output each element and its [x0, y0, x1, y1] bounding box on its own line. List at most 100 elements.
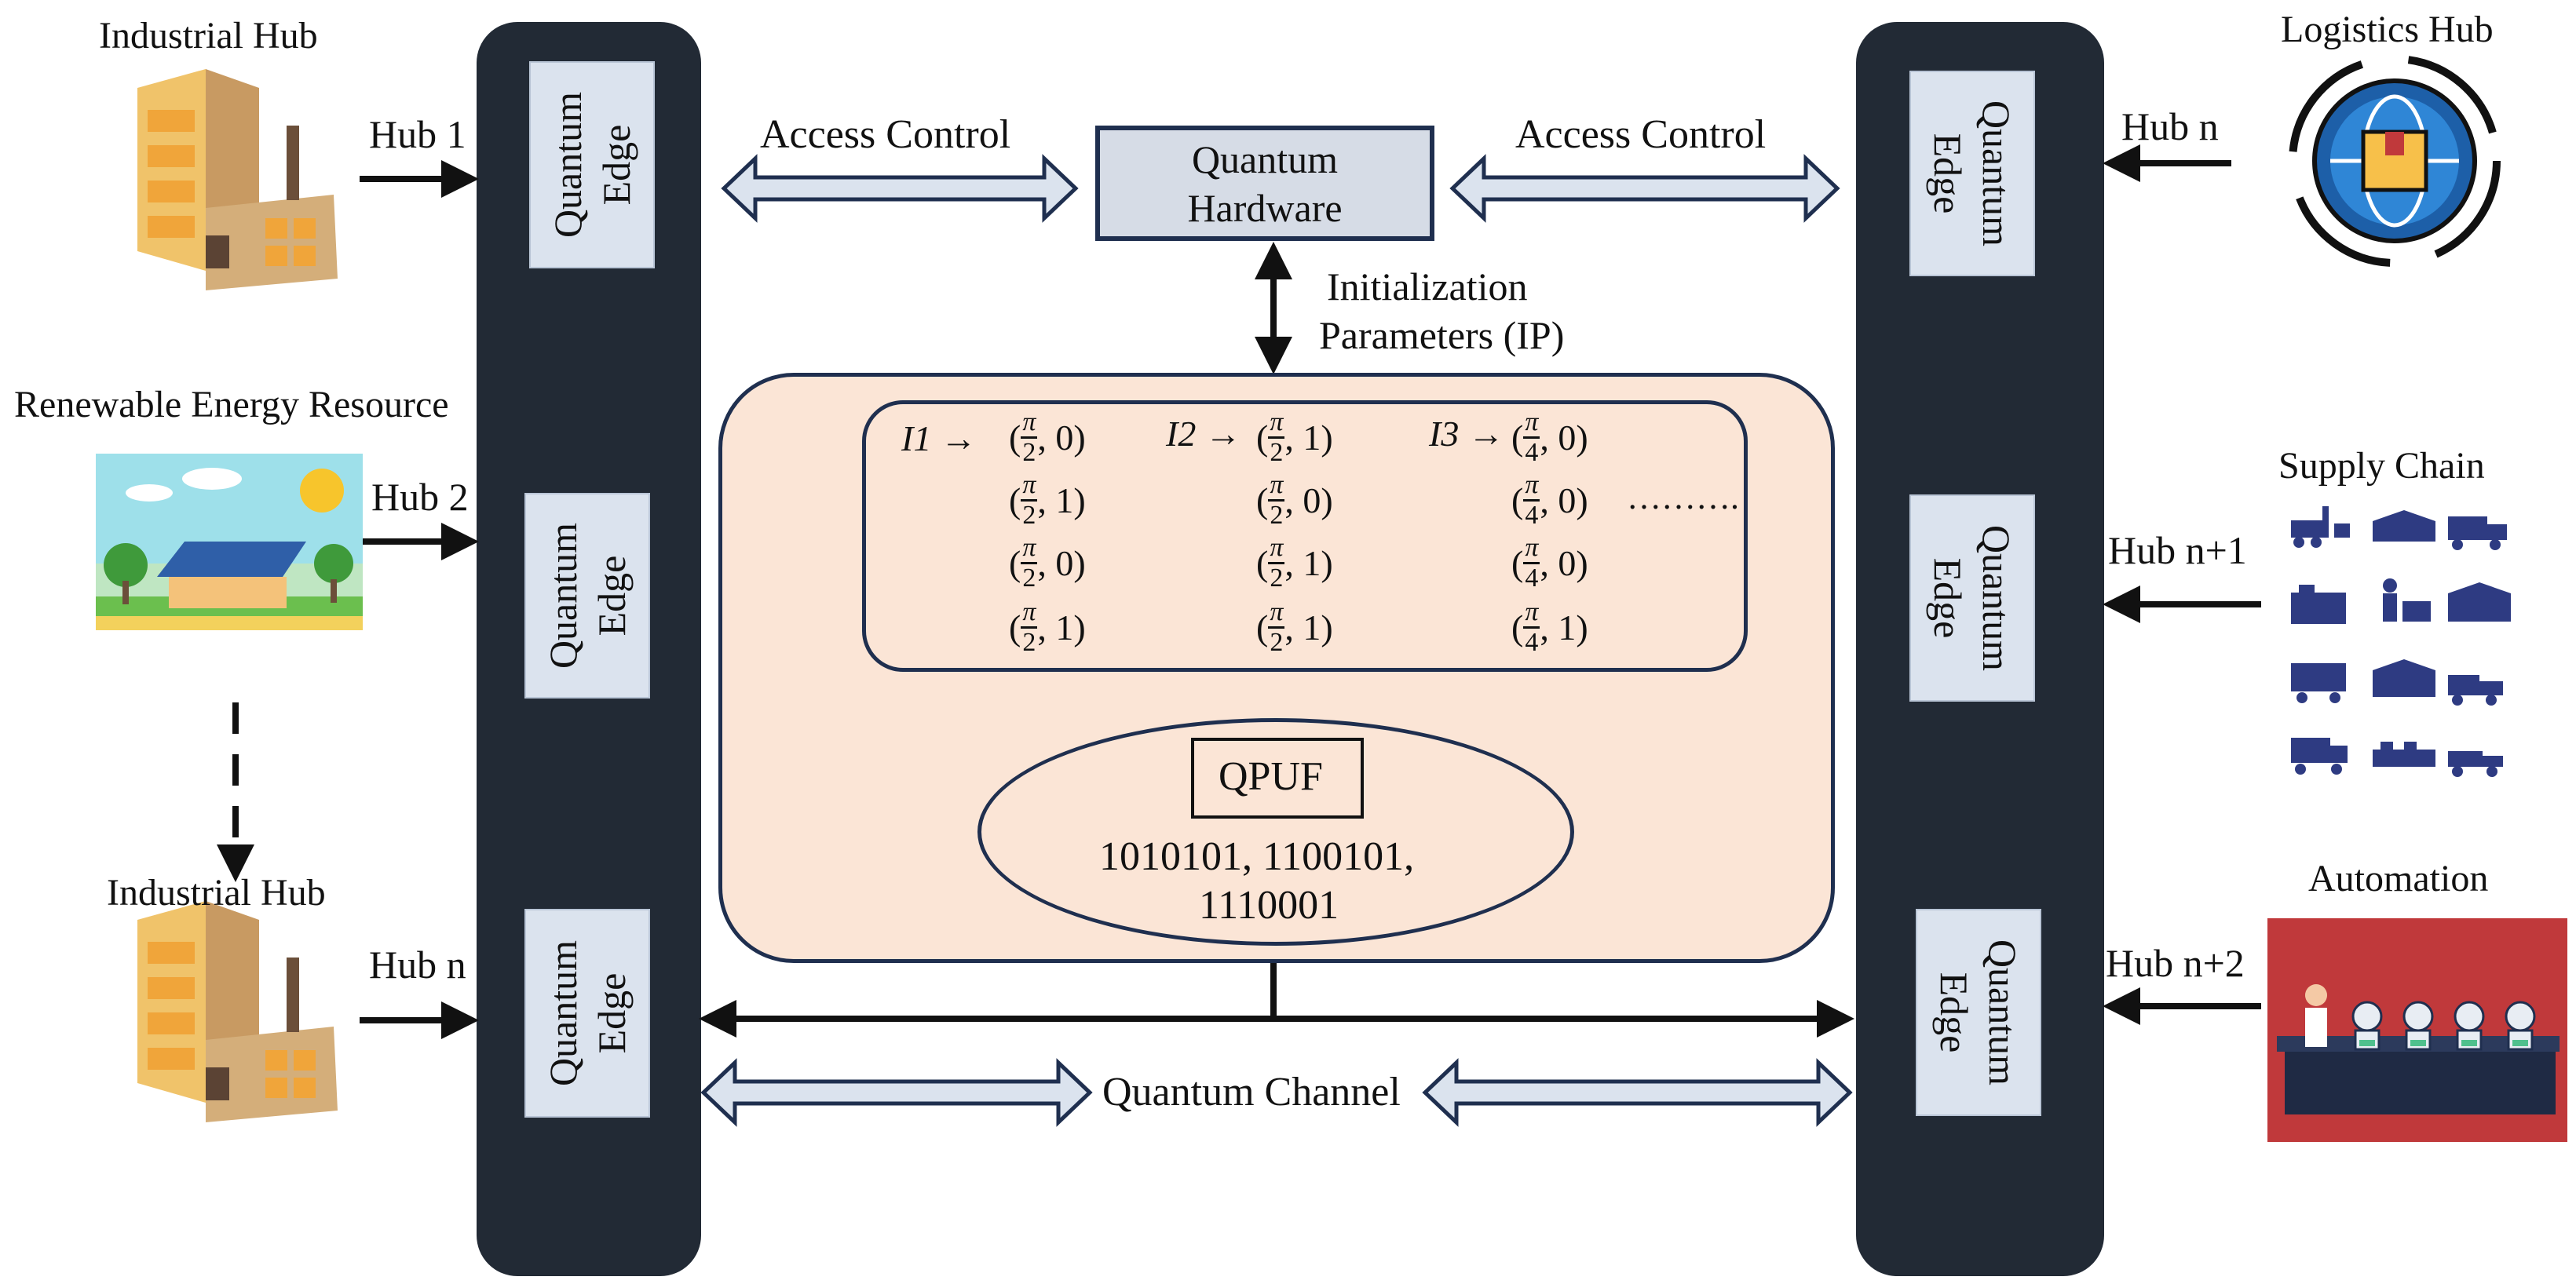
open-paren: (: [1256, 543, 1269, 583]
hub-1-label: Hub 1: [369, 112, 466, 156]
initialization-parameters-box: [862, 400, 1748, 672]
hub-n-plus-1-label: Hub n+1: [2108, 528, 2247, 572]
open-paren: (: [1511, 607, 1524, 647]
right-input-arrows: [2103, 144, 2261, 1025]
industrial-hub-bottom-title: Industrial Hub: [107, 872, 326, 914]
parameter-bit: , 0): [1037, 543, 1086, 583]
edge-line-edge: Edge: [1926, 133, 1970, 214]
hub-n-right-label: Hub n: [2121, 104, 2219, 148]
parameter-bit: , 0): [1540, 543, 1588, 583]
edge-line-edge: Edge: [1932, 972, 1976, 1053]
fraction-numerator: π: [1523, 598, 1540, 629]
edge-line-edge: Edge: [590, 972, 634, 1054]
open-paren: (: [1511, 543, 1524, 583]
fraction-denominator: 2: [1270, 438, 1284, 467]
hub-n-plus-2-label: Hub n+2: [2106, 941, 2245, 985]
open-paren: (: [1009, 543, 1021, 583]
hub-2-label: Hub 2: [371, 475, 469, 519]
industrial-hub-bottom-picture: [137, 901, 338, 1122]
parameter-bit: , 0): [1540, 418, 1588, 458]
renewable-energy-picture: [96, 454, 363, 630]
fraction-denominator: 2: [1022, 564, 1036, 593]
fraction-denominator: 2: [1022, 501, 1036, 530]
hardware-line-1: Quantum: [1191, 137, 1339, 181]
left-quantum-edge-1: Quantum Edge: [529, 61, 655, 268]
fraction-denominator: 2: [1022, 438, 1036, 467]
parameter-bit: , 1): [1284, 543, 1333, 583]
parameter-bit: , 1): [1540, 607, 1588, 647]
init-params-line-1: Initialization: [1327, 264, 1528, 308]
right-quantum-edge-3: Quantum Edge: [1916, 909, 2041, 1116]
edge-label: Quantum Edge: [539, 523, 636, 669]
init-params-line-2: Parameters (IP): [1319, 313, 1565, 357]
fraction-numerator: π: [1021, 471, 1038, 502]
channel-arrow-left: [700, 1058, 1093, 1127]
right-quantum-edge-1: Quantum Edge: [1909, 71, 2035, 276]
open-paren: (: [1009, 418, 1021, 458]
open-paren: (: [1511, 418, 1524, 458]
center-arrows: [699, 242, 1854, 1038]
qpuf-ellipse: [977, 718, 1574, 946]
edge-label: Quantum Edge: [543, 92, 641, 238]
edge-line-edge: Edge: [590, 555, 634, 637]
i3-label: I3 →: [1429, 414, 1504, 454]
fraction-numerator: π: [1268, 471, 1285, 502]
fraction-numerator: π: [1523, 471, 1540, 502]
left-quantum-edge-2: Quantum Edge: [524, 493, 650, 699]
fraction-numerator: π: [1523, 408, 1540, 439]
qpuf-label: QPUF: [1219, 754, 1323, 799]
fraction-denominator: 2: [1270, 628, 1284, 657]
edge-line-edge: Edge: [1926, 557, 1970, 639]
fraction-numerator: π: [1268, 408, 1285, 439]
fraction-numerator: π: [1268, 598, 1285, 629]
fraction-denominator: 4: [1525, 501, 1539, 530]
parameter-bit: , 0): [1037, 418, 1086, 458]
quantum-hardware-box: Quantum Hardware: [1095, 126, 1434, 241]
supply-chain-picture: [2291, 506, 2511, 777]
i2-label: I2 →: [1166, 414, 1241, 454]
left-quantum-edge-3: Quantum Edge: [524, 909, 650, 1118]
supply-chain-title: Supply Chain: [2278, 445, 2485, 487]
automation-title: Automation: [2308, 858, 2489, 899]
fraction-denominator: 2: [1270, 501, 1284, 530]
parameter-bit: , 0): [1284, 480, 1333, 520]
parameter-bit: , 0): [1540, 480, 1588, 520]
edge-label: Quantum Edge: [1930, 939, 2027, 1085]
edge-label: Quantum Edge: [1924, 525, 2021, 671]
edge-line-quantum: Quantum: [1975, 524, 2019, 672]
i1-label: I1 →: [901, 418, 977, 458]
automation-picture: [2267, 918, 2567, 1142]
fraction-numerator: π: [1021, 534, 1038, 564]
fraction-denominator: 4: [1525, 564, 1539, 593]
logistics-hub-title: Logistics Hub: [2281, 9, 2494, 50]
qpuf-output-line-1: 1010101, 1100101,: [1099, 834, 1415, 879]
fraction-numerator: π: [1021, 408, 1038, 439]
fraction-denominator: 4: [1525, 628, 1539, 657]
channel-arrow-right: [1422, 1058, 1853, 1127]
qpuf-label-box: [1191, 738, 1364, 819]
parameter-bit: , 1): [1037, 480, 1086, 520]
industrial-hub-top-title: Industrial Hub: [99, 15, 318, 57]
access-arrow-right: [1449, 154, 1840, 223]
logistics-hub-picture: [2289, 55, 2501, 267]
edge-line-quantum: Quantum: [1981, 939, 2025, 1086]
hub-n-left-label: Hub n: [369, 943, 466, 987]
parameter-bit: , 1): [1284, 607, 1333, 647]
open-paren: (: [1256, 480, 1269, 520]
edge-label: Quantum Edge: [539, 940, 636, 1086]
access-control-left-label: Access Control: [760, 112, 1011, 157]
